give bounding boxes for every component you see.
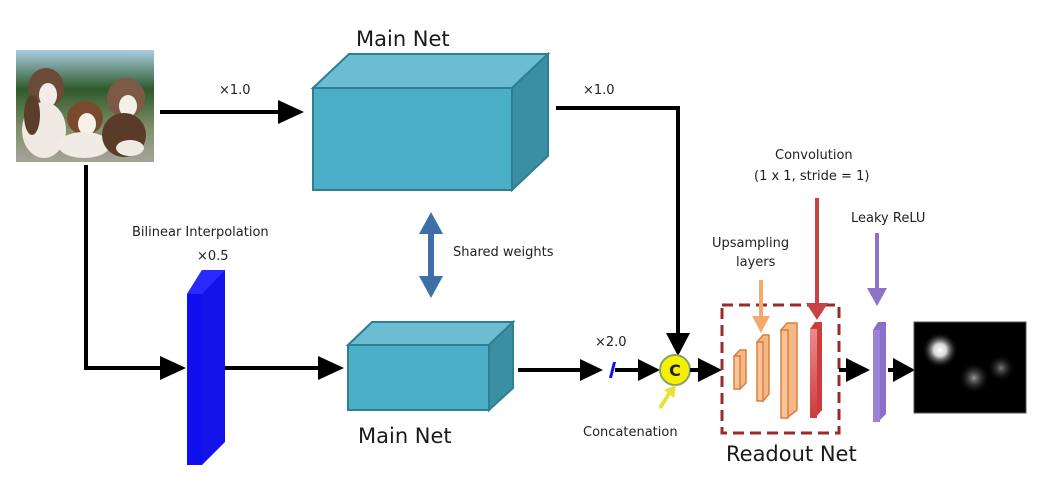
input-image — [16, 50, 154, 162]
edge-label-top-scale: ×1.0 — [583, 83, 615, 98]
convolution-label-line2: (1 x 1, stride = 1) — [754, 169, 869, 184]
convolution-layer — [810, 322, 822, 418]
output-saliency-map — [913, 321, 1027, 414]
bilinear-interpolation-label: Bilinear Interpolation — [132, 225, 269, 240]
main-net-top-label: Main Net — [356, 27, 450, 51]
upsampling-layers-label-line1: Upsampling — [712, 236, 789, 251]
convolution-label-line1: Convolution — [775, 148, 853, 163]
main-net-bottom-label: Main Net — [358, 424, 452, 448]
readout-net-label: Readout Net — [726, 442, 857, 466]
concatenation-pointer-arrow-icon — [658, 385, 676, 410]
upsample-small-layer — [609, 362, 616, 378]
edge-readout-to-relu — [839, 358, 870, 382]
concat-symbol: C — [669, 361, 681, 380]
edge-upsample-to-concat — [615, 359, 660, 381]
bilinear-interpolation-layer — [187, 270, 225, 465]
upsampling-layer-1 — [733, 349, 747, 391]
edge-main-net-top-to-concat — [556, 106, 690, 356]
leaky-relu-layer — [873, 322, 886, 422]
main-net-top-box — [310, 51, 551, 193]
edge-relu-to-output — [888, 358, 915, 382]
upsampling-layers-label-line2: layers — [736, 255, 776, 270]
main-net-bottom-box — [345, 319, 516, 413]
edge-label-input-scale: ×1.0 — [219, 83, 251, 98]
edge-main-net-bottom-to-upsample — [518, 359, 603, 381]
edge-input-to-main-net-top — [160, 100, 304, 124]
shared-weights-arrow-icon — [419, 212, 443, 298]
edge-input-to-bilinear — [84, 165, 186, 380]
leaky-relu-pointer-arrow-icon — [867, 233, 887, 306]
concatenation-label: Concatenation — [583, 425, 678, 440]
concatenation-node: C — [659, 354, 691, 386]
leaky-relu-label: Leaky ReLU — [851, 211, 925, 226]
upsampling-pointer-arrow-icon — [752, 280, 770, 333]
shared-weights-label: Shared weights — [453, 245, 554, 260]
edge-concat-to-readout — [690, 358, 722, 382]
convolution-pointer-arrow-icon — [806, 198, 828, 320]
upsampling-layer-2 — [756, 334, 770, 403]
upsampling-layer-3 — [780, 322, 798, 420]
bilinear-scale-label: ×0.5 — [197, 249, 229, 264]
upsample-scale-label: ×2.0 — [595, 335, 627, 350]
edge-bilinear-to-main-net-bottom — [225, 356, 344, 380]
